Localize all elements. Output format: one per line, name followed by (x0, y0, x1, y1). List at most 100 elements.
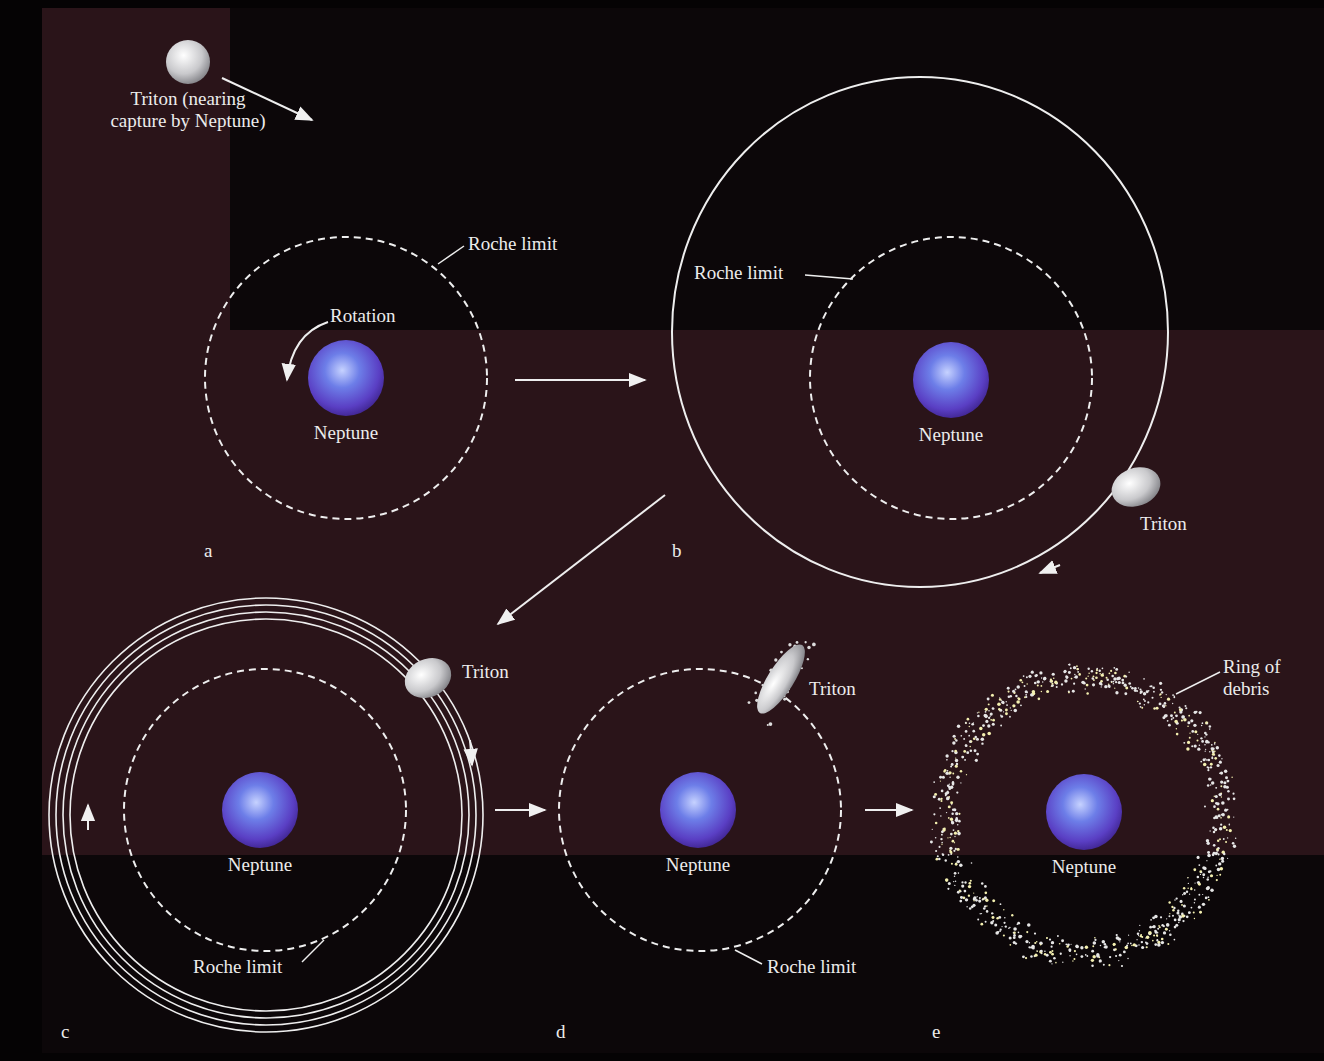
debris-dot (959, 863, 963, 867)
annotation: Ring of debris (1223, 656, 1318, 700)
debris-dot (1172, 694, 1174, 696)
debris-dot (1231, 776, 1232, 777)
debris-dot (1206, 878, 1209, 881)
debris-dot (774, 658, 777, 661)
debris-dot (1219, 772, 1221, 774)
debris-dot (1109, 686, 1111, 688)
debris-dot (1049, 951, 1052, 954)
debris-dot (807, 658, 809, 660)
debris-dot (1178, 922, 1180, 924)
debris-dot (1186, 915, 1189, 918)
debris-dot (973, 722, 974, 723)
debris-dot (1139, 930, 1140, 931)
debris-dot (940, 798, 942, 800)
debris-dot (1197, 876, 1200, 879)
debris-dot (1150, 919, 1152, 921)
debris-dot (1206, 839, 1209, 842)
debris-dot (1194, 744, 1197, 747)
debris-dot (1162, 716, 1165, 719)
debris-dot (1205, 749, 1206, 750)
debris-dot (1182, 920, 1184, 922)
debris-dot (1108, 964, 1110, 966)
debris-dot (986, 905, 987, 906)
debris-dot (1207, 769, 1209, 771)
debris-dot (960, 782, 961, 783)
debris-dot (1212, 826, 1215, 829)
debris-dot (980, 913, 981, 914)
debris-dot (1160, 697, 1161, 698)
debris-dot (1023, 675, 1025, 677)
debris-dot (1066, 945, 1069, 948)
debris-dot (1235, 837, 1237, 839)
debris-dot (1116, 934, 1118, 936)
planet: Neptune (643, 770, 753, 876)
debris-dot (1204, 744, 1206, 746)
debris-dot (1197, 734, 1198, 735)
debris-dot (1218, 862, 1221, 865)
debris-dot (954, 836, 955, 837)
debris-dot (1057, 935, 1059, 937)
debris-dot (807, 646, 810, 649)
debris-dot (1178, 706, 1180, 708)
debris-dot (1147, 701, 1149, 703)
debris-dot (933, 813, 935, 815)
debris-dot (1111, 681, 1113, 683)
annotation: Roche limit (694, 262, 783, 284)
orbit-turn (70, 619, 462, 1011)
debris-dot (984, 905, 986, 907)
debris-dot (1012, 704, 1015, 707)
debris-dot (940, 815, 942, 817)
debris-dot (960, 735, 962, 737)
debris-dot (1094, 939, 1096, 941)
debris-dot (1205, 721, 1208, 724)
debris-dot (1073, 958, 1075, 960)
debris-dot (992, 899, 995, 902)
debris-dot (934, 793, 937, 796)
debris-dot (1124, 684, 1127, 687)
debris-dot (961, 881, 963, 883)
debris-dot (1183, 887, 1186, 890)
planet-disc (1046, 774, 1122, 850)
debris-dot (1034, 942, 1036, 944)
debris-dot (1093, 675, 1095, 677)
debris-dot (1194, 918, 1195, 919)
debris-dot (1085, 678, 1087, 680)
debris-dot (1003, 922, 1005, 924)
debris-dot (1220, 824, 1222, 826)
debris-dot (1076, 665, 1078, 667)
leader-line (735, 950, 762, 964)
debris-dot (1211, 781, 1214, 784)
debris-dot (1009, 944, 1011, 946)
debris-dot (998, 708, 1000, 710)
debris-dot (1114, 672, 1117, 675)
debris-dot (1187, 877, 1188, 878)
debris-dot (1095, 672, 1097, 674)
debris-dot (1092, 677, 1094, 679)
debris-dot (964, 759, 966, 761)
planet-disc (913, 342, 989, 418)
debris-dot (957, 824, 959, 826)
debris-dot (1015, 695, 1017, 697)
planet-name: Neptune (1029, 856, 1139, 878)
debris-dot (988, 703, 990, 705)
debris-dot (1115, 681, 1117, 683)
debris-dot (804, 641, 806, 643)
debris-dot (1188, 911, 1191, 914)
debris-dot (1000, 903, 1002, 905)
debris-dot (1080, 946, 1083, 949)
debris-dot (1218, 793, 1221, 796)
debris-dot (1188, 883, 1189, 884)
debris-dot (949, 850, 952, 853)
debris-dot (945, 772, 948, 775)
debris-dot (945, 878, 949, 882)
debris-dot (946, 797, 949, 800)
debris-dot (1113, 677, 1116, 680)
debris-dot (952, 741, 955, 744)
debris-dot (1099, 959, 1102, 962)
debris-dot (969, 740, 972, 743)
debris-dot (997, 702, 1001, 706)
debris-dot (1163, 706, 1165, 708)
debris-dot (954, 872, 957, 875)
debris-dot (1213, 805, 1216, 808)
